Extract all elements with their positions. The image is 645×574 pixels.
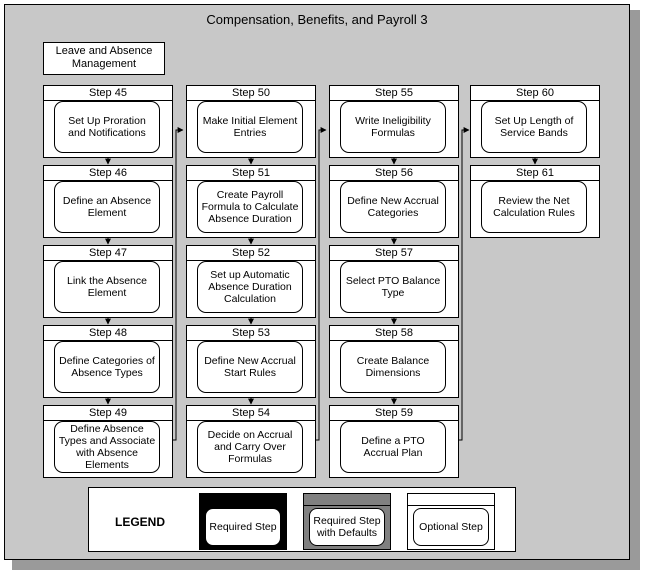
legend-label-optional: Optional Step [413,508,489,546]
legend-title: LEGEND [115,515,166,529]
step-text: Define an Absence Element [54,181,160,233]
step-text: Create Balance Dimensions [340,341,446,393]
legend-optional-step: Optional Step [407,493,495,550]
diagram-title: Compensation, Benefits, and Payroll 3 [206,12,428,27]
legend-swatch-optional [408,494,494,506]
step-label: Step 57 [330,246,458,261]
step-label: Step 53 [187,326,315,341]
legend-label-required: Required Step [205,508,281,546]
step-label: Step 45 [44,86,172,101]
arrow-49-50 [172,127,184,441]
step-label: Step 55 [330,86,458,101]
step-text: Decide on Accrual and Carry Over Formula… [197,421,303,473]
step-text: Define Absence Types and Associate with … [54,421,160,473]
legend-required-step: Required Step [199,493,287,550]
step-text: Write Ineligibility Formulas [340,101,446,153]
step-text: Review the Net Calculation Rules [481,181,587,233]
step-text: Link the Absence Element [54,261,160,313]
step-label: Step 60 [471,86,599,101]
step-text: Define a PTO Accrual Plan [340,421,446,473]
step-label: Step 49 [44,406,172,421]
step-text: Define New Accrual Categories [340,181,446,233]
step-text: Define New Accrual Start Rules [197,341,303,393]
legend-label-defaults: Required Step with Defaults [309,508,385,546]
step-label: Step 54 [187,406,315,421]
step-label: Step 51 [187,166,315,181]
arrow-54-55 [315,127,327,441]
step-text: Set up Automatic Absence Duration Calcul… [197,261,303,313]
step-label: Step 61 [471,166,599,181]
legend-swatch-defaults [304,494,390,506]
step-label: Step 56 [330,166,458,181]
step-text: Make Initial Element Entries [197,101,303,153]
legend-swatch-required [200,494,286,506]
start-box-leave-absence: Leave and Absence Management [43,42,165,75]
step-text: Select PTO Balance Type [340,261,446,313]
legend: LEGEND Required Step Required Step with … [88,487,516,552]
step-label: Step 47 [44,246,172,261]
step-text: Define Categories of Absence Types [54,341,160,393]
arrow-59-60 [458,127,470,441]
step-text: Set Up Length of Service Bands [481,101,587,153]
step-label: Step 46 [44,166,172,181]
step-text: Create Payroll Formula to Calculate Abse… [197,181,303,233]
step-label: Step 52 [187,246,315,261]
step-label: Step 58 [330,326,458,341]
step-text: Set Up Proration and Notifications [54,101,160,153]
legend-required-defaults: Required Step with Defaults [303,493,391,550]
step-label: Step 59 [330,406,458,421]
step-label: Step 48 [44,326,172,341]
step-label: Step 50 [187,86,315,101]
